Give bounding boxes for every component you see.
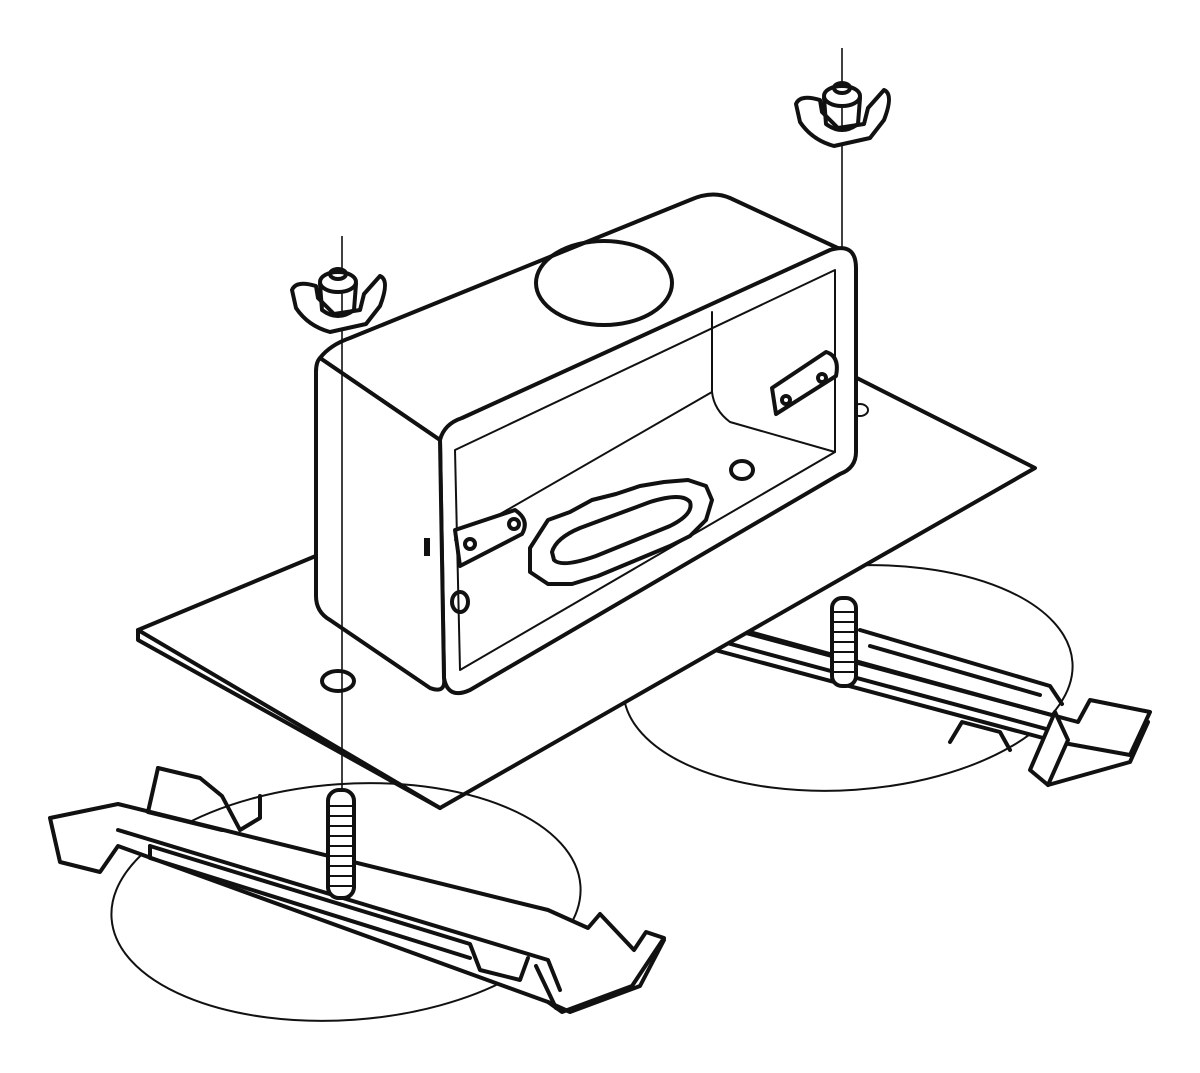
- box-hole: [450, 590, 470, 614]
- threaded-stud-left: [326, 788, 356, 900]
- wing-nut-right: [794, 81, 891, 148]
- side-slot: [424, 538, 430, 556]
- threaded-stud-right: [830, 596, 858, 688]
- channel-bracket-left: [48, 766, 666, 1014]
- knockout-circle: [534, 239, 674, 327]
- channel-bracket-right: [698, 624, 1152, 787]
- serrated-slot: [528, 478, 714, 586]
- ceiling-cutout-outline-left: [110, 782, 582, 1022]
- box-hole: [729, 459, 755, 481]
- wing-nut-left: [290, 267, 387, 334]
- plate-hole: [320, 669, 356, 693]
